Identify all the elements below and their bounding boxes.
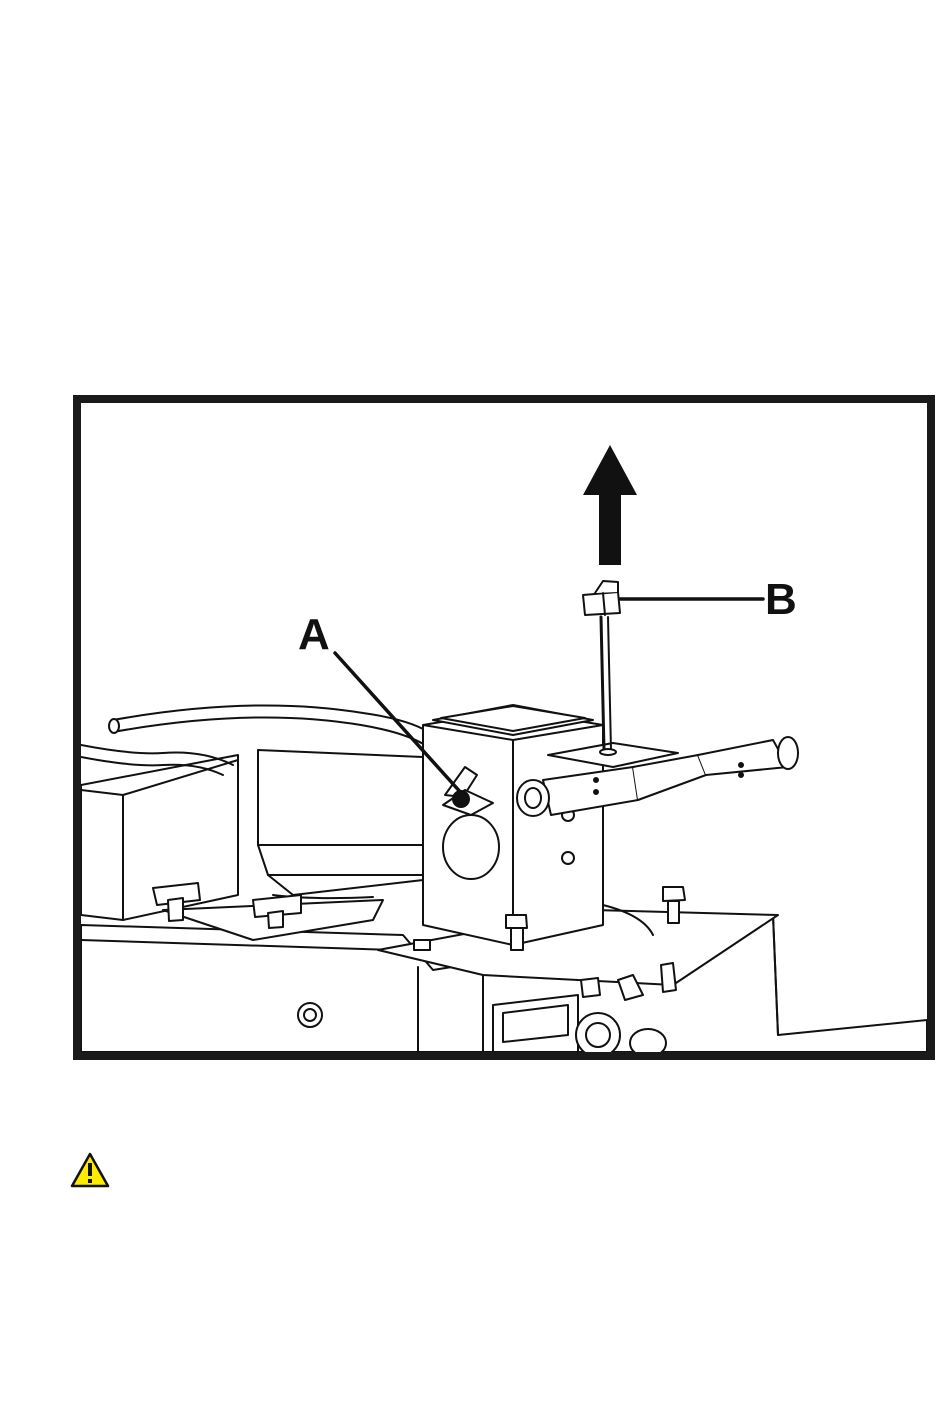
callout-label-a: A — [298, 610, 330, 659]
motor-housing — [258, 750, 423, 898]
callout-label-b: B — [765, 575, 797, 624]
figure-frame: A B — [73, 395, 935, 1060]
machine-diagram: A B — [73, 395, 935, 1060]
caution-triangle-icon — [70, 1152, 110, 1188]
central-column — [423, 705, 603, 945]
